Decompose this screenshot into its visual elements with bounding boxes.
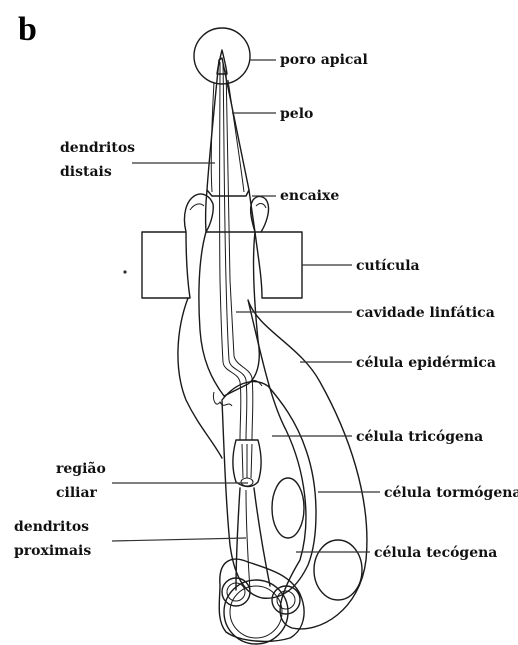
cuticle: [142, 232, 302, 298]
proximal-dendrites: [236, 488, 270, 590]
ciliary-region: [233, 440, 261, 487]
label-celula-tormogena: célula tormógena: [384, 485, 518, 501]
dendrite-bend: [223, 356, 253, 440]
label-dendritos-distais-1: dendritos: [60, 140, 135, 156]
label-pelo: pelo: [280, 106, 313, 122]
label-encaixe: encaixe: [280, 188, 339, 204]
label-celula-epidermica: célula epidérmica: [356, 355, 496, 371]
label-dendritos-distais-2: distais: [60, 164, 112, 180]
tormogen-cell: [248, 300, 367, 629]
tormogen-nucleus: [314, 540, 362, 600]
label-cuticula: cutícula: [356, 258, 420, 274]
socket: [184, 194, 268, 232]
label-cavidade-linfatica: cavidade linfática: [356, 305, 495, 321]
panel-letter: b: [18, 11, 37, 48]
trichogen-nucleus: [272, 478, 304, 538]
label-celula-tricogena: célula tricógena: [356, 429, 483, 445]
label-poro-apical: poro apical: [280, 52, 368, 68]
neuron-bodies: [222, 578, 300, 644]
label-dendritos-proximais-1: dendritos: [14, 519, 89, 535]
apical-pore-circle: [194, 28, 250, 84]
label-dendritos-proximais-2: proximais: [14, 543, 91, 559]
label-regiao-ciliar-2: ciliar: [56, 485, 98, 501]
label-celula-tecogena: célula tecógena: [374, 545, 497, 561]
label-regiao-ciliar-1: região: [56, 460, 106, 477]
